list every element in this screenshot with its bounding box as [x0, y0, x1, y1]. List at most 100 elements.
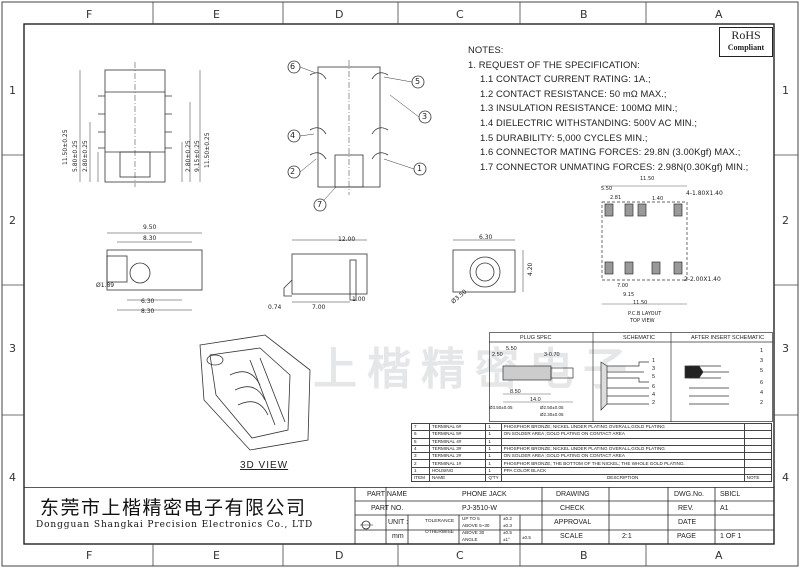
bom-note	[743, 437, 773, 446]
dim-1150-right: 11.50±0.25	[204, 132, 211, 168]
pcb-dim-281: 2.81	[610, 195, 622, 201]
front-view-drawing	[79, 62, 201, 187]
dim-915: 9.15±0.25	[194, 140, 201, 172]
unit-value: mm	[392, 533, 404, 540]
plug-spec-header: PLUG SPEC	[520, 335, 552, 341]
callout-6: 6	[290, 62, 296, 71]
bom-item: 2	[411, 459, 430, 468]
zone-col-d: D	[335, 8, 344, 21]
rear-view-drawing	[452, 239, 524, 293]
dim-1200: 12.00	[338, 236, 356, 243]
note-line: 1.3 INSULATION RESISTANCE: 100MΩ MIN.;	[480, 102, 678, 114]
zone-row-2-right: 2	[782, 214, 789, 227]
zone-row-1: 1	[9, 84, 16, 97]
zone-row-3-right: 3	[782, 342, 789, 355]
angle-tol-2: ±0.5	[522, 535, 531, 540]
tol-range-1: UP TO 5	[462, 516, 480, 521]
pcb-hole-spec-2: 2-2.00X1.40	[684, 276, 721, 283]
plug-dim-250b: Ø2.50±0.05	[540, 405, 564, 410]
bom-note	[743, 452, 773, 461]
part-no-value: PJ-3510-W	[462, 505, 498, 512]
dim-630: 6.30	[141, 298, 155, 305]
check-label: CHECK	[560, 505, 585, 512]
page-label: PAGE	[677, 533, 696, 540]
note-line: 1.6 CONNECTOR MATING FORCES: 29.8N (3.00…	[480, 146, 741, 158]
dim-830-top: 8.30	[143, 235, 157, 242]
zone-row-3: 3	[9, 342, 16, 355]
note-line: 1.4 DIELECTRIC WITHSTANDING: 500V AC MIN…	[480, 116, 698, 128]
pcb-dim-550: 5.50	[601, 186, 613, 192]
bom-desc: PPA COLOR BLACK	[500, 466, 745, 476]
scale-value: 2:1	[622, 533, 632, 540]
zone-col-e: E	[213, 8, 220, 21]
zone-col-b-bottom: B	[580, 549, 588, 562]
dim-580: 5.80±0.25	[72, 140, 79, 172]
bom-name: TERMINAL 6#	[428, 422, 487, 432]
bom-desc: PHOSPHOR BRONZE; NICKEL UNDER PLATING OV…	[500, 422, 745, 432]
plug-dim-550: 5.50	[506, 346, 517, 352]
tol-range-2: ABOVE 5~30	[462, 523, 490, 528]
zone-col-a: A	[715, 8, 723, 21]
schematic-pin: 2	[652, 400, 656, 406]
bom-note	[743, 422, 773, 432]
rohs-badge: RoHS Compliant	[719, 27, 773, 57]
pcb-dim-140: 1.40	[652, 196, 664, 202]
bom-header-name: NAME	[428, 474, 487, 483]
schematic-header: SCHEMATIC	[623, 335, 655, 341]
after-insert-pin: 2	[760, 400, 764, 406]
title-block-grid	[24, 487, 774, 544]
pcb-layout-drawing	[601, 185, 688, 305]
bom-qty: 1	[485, 452, 502, 461]
callout-2: 2	[290, 167, 296, 176]
zone-col-f: F	[86, 8, 93, 21]
otherwise-label: OTHERWISE	[425, 530, 454, 535]
bom-desc: PHOSPHOR BRONZE; NICKEL UNDER PLATING OV…	[500, 444, 745, 454]
dim-074: 0.74	[268, 304, 282, 311]
dim-dia-189: Ø1.89	[96, 282, 115, 289]
approval-label: APPROVAL	[554, 519, 592, 526]
plug-dim-250: 2.50	[492, 352, 503, 358]
watermark: 上楷精密电子	[313, 344, 637, 395]
after-insert-pin: 5	[760, 368, 764, 374]
bom-note	[743, 444, 773, 454]
dim-630-rear: 6.30	[479, 234, 493, 241]
note-line: 1.1 CONTACT CURRENT RATING: 1A.;	[480, 73, 651, 85]
drawing-label: DRAWING	[556, 491, 590, 498]
after-insert-pin: 4	[760, 390, 764, 396]
pcb-hole-spec-1: 4-1.80X1.40	[686, 190, 723, 197]
zone-row-4: 4	[9, 471, 16, 484]
bom-desc: ON SOLDER AREA ;GOLD PLATING ON CONTACT …	[500, 452, 745, 461]
dwg-no-label: DWG.No.	[674, 491, 704, 498]
bom-item: 1	[411, 466, 430, 476]
pcb-dim-1150b: 11.50	[633, 300, 648, 306]
plug-dim-350: Ø3.50±0.05	[489, 405, 513, 410]
company-name-en: Dongguan Shangkai Precision Electronics …	[36, 520, 314, 530]
bom-header-note: NOTE	[743, 474, 773, 483]
rev-value: A1	[720, 505, 729, 512]
callout-1: 1	[417, 164, 423, 173]
pcb-subtitle: TOP VIEW	[630, 318, 655, 324]
bom-name: HOUSING	[428, 466, 487, 476]
schematic-pin: 4	[652, 392, 656, 398]
angle-tol: ±1°	[503, 537, 510, 542]
bom-header-item: ITEM	[411, 474, 430, 483]
dim-420: 4.20	[527, 262, 534, 276]
pcb-dim-1150: 11.50	[640, 176, 655, 182]
bom-qty: 1	[485, 437, 502, 446]
zone-col-b: B	[580, 8, 588, 21]
bom-desc: PHOSPHOR BRONZE; THE BOTTOM OF THE NICKE…	[500, 459, 745, 468]
bottom-view-drawing	[106, 232, 203, 311]
part-name-label: PART NAME	[367, 491, 408, 498]
after-insert-pin: 1	[760, 348, 764, 354]
schematic-pin: 6	[652, 384, 656, 390]
bom-name: TERMINAL 5#	[428, 430, 487, 439]
tol-value-2: ±0.3	[503, 523, 512, 528]
